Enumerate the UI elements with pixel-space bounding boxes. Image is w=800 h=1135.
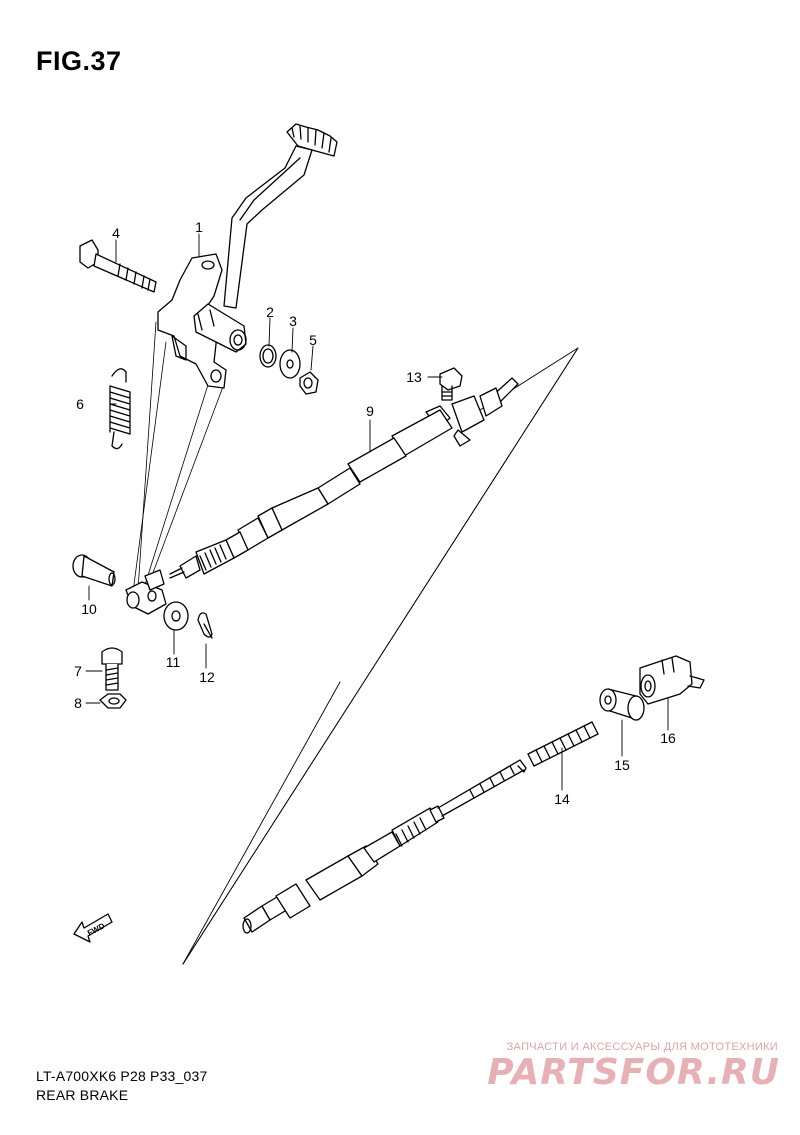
callout-16: 16 <box>660 730 676 746</box>
brake-pedal <box>157 123 338 389</box>
return-spring <box>109 368 131 450</box>
cable-spring <box>527 721 599 767</box>
clevis-pin <box>72 554 116 587</box>
callout-5: 5 <box>309 332 317 348</box>
callout-12: 12 <box>199 669 215 685</box>
callout-15: 15 <box>614 757 630 773</box>
cable-collar <box>599 688 645 721</box>
callout-14: 14 <box>554 791 570 807</box>
brake-cable-lower <box>242 759 527 934</box>
callout-11: 11 <box>165 654 181 670</box>
adjuster-bolt <box>101 647 123 691</box>
fwd-arrow-icon <box>73 913 113 943</box>
callout-1: 1 <box>195 219 203 235</box>
cable-joint <box>639 655 705 705</box>
callout-3: 3 <box>289 313 297 329</box>
cable-bolt <box>439 367 463 401</box>
leader-lines <box>132 321 225 593</box>
brake-cable-upper <box>125 377 519 615</box>
reference-triangle <box>182 347 579 965</box>
callout-4: 4 <box>112 225 120 241</box>
flat-washer <box>279 349 301 379</box>
section-name: REAR BRAKE <box>36 1087 129 1103</box>
cotter-pin <box>197 612 213 639</box>
figure-title: FIG.37 <box>36 46 122 76</box>
watermark-tagline: ЗАПЧАСТИ И АКСЕССУАРЫ ДЛЯ МОТОТЕХНИКИ <box>506 1041 778 1053</box>
callout-8: 8 <box>74 695 82 711</box>
pedal-nut <box>299 371 319 395</box>
pivot-bolt <box>79 239 157 293</box>
callout-2: 2 <box>266 304 274 320</box>
watermark-logo: PARTSFOR.RU <box>487 1052 780 1093</box>
callout-10: 10 <box>81 601 97 617</box>
callout-6: 6 <box>76 396 84 412</box>
washer-ring <box>259 344 277 368</box>
adjuster-nut <box>99 693 127 709</box>
callout-7: 7 <box>74 663 82 679</box>
callout-9: 9 <box>366 403 374 419</box>
callout-13: 13 <box>406 369 422 385</box>
pin-washer <box>163 601 189 631</box>
model-code: LT-A700XK6 P28 P33_037 <box>36 1068 208 1084</box>
callout-leaders <box>85 233 669 791</box>
